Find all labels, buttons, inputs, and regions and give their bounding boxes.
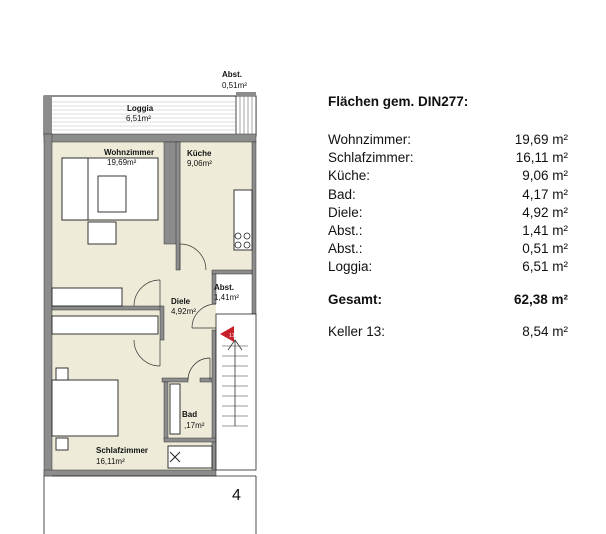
room-diele-name: Diele	[171, 297, 191, 306]
keller-value: 8,54 m²	[522, 323, 568, 339]
room-loggia-name: Loggia	[127, 104, 154, 113]
floor-plan: 11 Abst. 0,51m² Loggia 6,51m² Wohnzimmer…	[43, 70, 257, 534]
area-row-abst-2: Abst.: 0,51 m²	[328, 240, 568, 258]
areas-table-title: Flächen gem. DIN277:	[328, 94, 469, 109]
room-kueche-area: 9,06m²	[187, 159, 212, 168]
area-row-keller: Keller 13: 8,54 m²	[328, 323, 568, 341]
building-outline	[43, 475, 257, 534]
areas-table: Flächen gem. DIN277: Wohnzimmer: 19,69 m²…	[328, 94, 568, 341]
area-value: 6,51 m²	[522, 259, 568, 275]
shower-mark-icon	[169, 451, 181, 463]
total-value: 62,38 m²	[513, 291, 568, 307]
door-swings	[133, 243, 217, 381]
keller-label: Keller 13:	[328, 323, 386, 339]
area-value: 1,41 m²	[522, 222, 568, 238]
area-label: Wohnzimmer:	[328, 132, 412, 147]
area-label: Schlafzimmer:	[328, 150, 414, 166]
area-label: Bad:	[328, 186, 356, 202]
room-abst-mid-area: 1,41m²	[214, 293, 239, 302]
room-bad-name: Bad	[182, 410, 197, 419]
area-label: Küche:	[328, 168, 371, 184]
area-label: Diele:	[328, 204, 363, 220]
area-row-total: Gesamt: 62,38 m²	[328, 291, 568, 309]
area-row-loggia: Loggia: 6,51 m²	[328, 258, 568, 276]
area-row-schlafzimmer: Schlafzimmer: 16,11 m²	[328, 149, 568, 167]
area-label: Abst.:	[328, 241, 363, 257]
loggia-area	[43, 92, 257, 137]
total-label: Gesamt:	[328, 291, 383, 307]
room-abst-mid-name: Abst.	[214, 283, 234, 292]
room-labels: Abst. 0,51m² Loggia 6,51m² Wohnzimmer 19…	[96, 70, 247, 504]
area-row-kueche: Küche: 9,06 m²	[328, 167, 568, 185]
area-row-diele: Diele: 4,92 m²	[328, 204, 568, 222]
room-loggia-area: 6,51m²	[126, 114, 151, 123]
room-wohnzimmer-area: 19,69m²	[107, 158, 137, 167]
room-kueche-name: Küche	[187, 149, 212, 158]
area-value: 0,51 m²	[522, 241, 568, 257]
marker-number: 11	[229, 333, 235, 339]
room-abst-top-area: 0,51m²	[222, 81, 247, 90]
area-value: 4,17 m²	[522, 186, 568, 202]
area-value: 16,11 m²	[515, 150, 568, 166]
area-label: Abst.:	[328, 222, 363, 238]
location-marker-icon: 11	[220, 326, 235, 342]
room-diele-area: 4,92m²	[171, 307, 196, 316]
area-row-bad: Bad: 4,17 m²	[328, 186, 568, 204]
unit-number: 4	[232, 487, 241, 504]
area-label: Loggia:	[328, 259, 373, 275]
room-bad-area: ,17m²	[184, 421, 205, 430]
room-schlafzimmer-name: Schlafzimmer	[96, 446, 148, 455]
area-row-wohnzimmer: Wohnzimmer: 19,69 m²	[328, 131, 568, 149]
stairwell	[215, 313, 257, 471]
area-row-abst-1: Abst.: 1,41 m²	[328, 222, 568, 240]
room-abst-top-name: Abst.	[222, 70, 242, 79]
stove-icon	[234, 232, 251, 249]
furniture	[51, 157, 253, 469]
room-schlafzimmer-area: 16,11m²	[96, 457, 125, 466]
walls	[43, 133, 257, 477]
room-wohnzimmer-name: Wohnzimmer	[104, 148, 154, 157]
area-value: 9,06 m²	[522, 168, 568, 184]
area-value: 19,69 m²	[514, 132, 568, 147]
area-value: 4,92 m²	[522, 204, 568, 220]
